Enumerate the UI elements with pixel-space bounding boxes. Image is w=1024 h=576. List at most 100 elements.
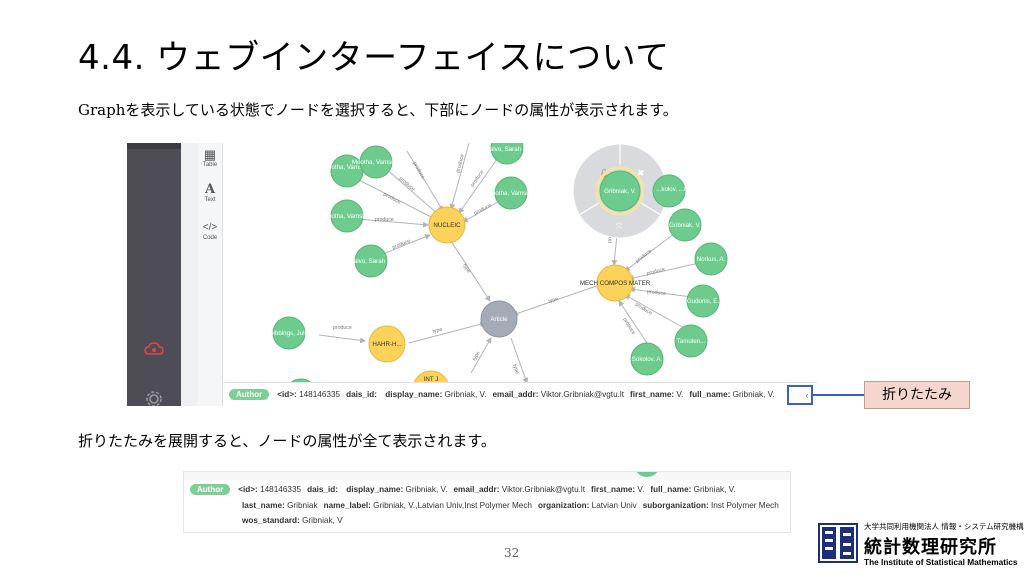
author-node[interactable] xyxy=(652,174,686,208)
svg-text:Gibbings, Julie: Gibbings, Julie xyxy=(269,330,310,337)
prop-value: V. xyxy=(676,390,684,399)
close-icon[interactable]: ✖ xyxy=(637,169,645,179)
article-node[interactable] xyxy=(480,300,518,338)
prop-value: Gribniak, V. xyxy=(732,390,775,399)
graph-screenshot: ▦ Table A Text </> Code xyxy=(127,143,817,406)
svg-text:Gudonis, E.: Gudonis, E. xyxy=(687,298,720,305)
edge-label: produce xyxy=(333,325,352,331)
text-label: Text xyxy=(204,197,216,203)
prop-key: email_addr: xyxy=(453,485,500,494)
dark-sidebar xyxy=(127,143,181,406)
author-node[interactable] xyxy=(359,145,393,179)
table-view-button[interactable]: ▦ Table xyxy=(198,148,222,169)
edge-label: produce xyxy=(621,317,636,336)
node-label: Norkus, A. xyxy=(697,256,726,263)
prop-value: Gribniak, V xyxy=(302,516,343,525)
edge-label: produce xyxy=(473,203,492,217)
slide-title: 4.4. ウェブインターフェイスについて xyxy=(78,38,670,78)
node-label: Gribniak, V. xyxy=(604,188,636,195)
author-node[interactable] xyxy=(694,242,728,276)
collapse-callout: 折りたたみ xyxy=(864,381,970,409)
graph-nodes: Mootha, Vamsi K. Mootha, Vamsi K. Mootha… xyxy=(269,143,728,383)
node-label: HAHR-H... xyxy=(372,341,401,348)
prop-key: suborganization: xyxy=(642,501,709,510)
prop-value: 148146335 xyxy=(299,390,341,399)
node-label: Sokolov, A. xyxy=(632,356,663,363)
text-icon: A xyxy=(204,182,216,197)
author-node[interactable] xyxy=(330,199,364,233)
collapse-toggle-icon[interactable]: ‹ xyxy=(805,390,809,400)
prop-value: Gribniak, V. xyxy=(693,485,736,494)
edge-label: type xyxy=(461,263,471,275)
prop-key: first_name: xyxy=(630,390,675,399)
ism-seal-icon xyxy=(818,523,858,563)
author-badge[interactable]: Author xyxy=(190,484,231,495)
table-label: Table xyxy=(202,162,218,168)
edge-label: produce xyxy=(392,238,412,251)
edge-label: produce xyxy=(634,302,653,317)
author-node[interactable] xyxy=(674,324,708,358)
edge-label: type xyxy=(548,296,559,305)
expanded-properties-screenshot: Author <id>: 148146335 dais_id: display_na… xyxy=(183,471,791,533)
author-node[interactable] xyxy=(494,176,528,210)
node-label: Tamulen... xyxy=(677,338,706,345)
prop-value: Viktor.Gribniak@vgtu.lt xyxy=(501,485,585,494)
venue-node[interactable] xyxy=(368,325,406,363)
logo-line-3: The Institute of Statistical Mathematics xyxy=(864,557,1018,567)
node-label: MECH COMPOS MATER xyxy=(580,280,651,287)
venue-node[interactable] xyxy=(428,206,466,244)
prop-value: Latvian Univ xyxy=(591,501,637,510)
node-label: Gudonis, E. xyxy=(687,298,720,305)
prop-key: email_addr: xyxy=(492,390,539,399)
svg-text:Mootha, Vamsi K.: Mootha, Vamsi K. xyxy=(323,164,372,171)
prop-value: Viktor.Gribniak@vgtu.lt xyxy=(540,390,624,399)
prop-value: 148146335 xyxy=(260,485,302,494)
edge-label: produce xyxy=(382,191,401,205)
node-label: ...kolov, ...K. xyxy=(656,186,690,193)
node-label: Mootha, Vamsi K. xyxy=(323,213,372,220)
prop-value: Gribniak xyxy=(287,501,318,510)
prop-key: dais_id: xyxy=(307,485,339,494)
code-view-button[interactable]: </> Code xyxy=(198,221,222,241)
edge-label: produce xyxy=(375,217,394,223)
graph-canvas[interactable]: produce produce produce produce produce … xyxy=(223,143,817,383)
svg-text:Gribniak, V.: Gribniak, V. xyxy=(604,188,636,195)
edge-label: type xyxy=(472,350,482,362)
cloud-icon[interactable] xyxy=(144,341,164,357)
author-node[interactable] xyxy=(354,244,388,278)
gear-icon[interactable] xyxy=(145,390,163,406)
prop-value: Gribniak, V. xyxy=(405,485,448,494)
node-label: Mootha, Vamsi K. xyxy=(323,164,372,171)
slide-subtitle-2: 折りたたみを展開すると、ノードの属性が全て表示されます。 xyxy=(78,432,496,450)
node-label: Article xyxy=(490,316,508,323)
venue-node[interactable] xyxy=(596,264,634,302)
author-node[interactable] xyxy=(630,342,664,376)
prop-key: display_name: xyxy=(346,485,404,494)
expand-icon[interactable]: ⤧ xyxy=(616,222,623,231)
author-node[interactable] xyxy=(686,284,720,318)
prop-key: full_name: xyxy=(650,485,692,494)
svg-text:Article: Article xyxy=(490,316,508,323)
collapse-highlight xyxy=(787,385,813,405)
svg-text:Gribniak, V.: Gribniak, V. xyxy=(669,222,701,229)
edge-label: produce xyxy=(455,154,466,174)
node-label: INT J xyxy=(424,376,439,383)
logo-line-2: 統計数理研究所 xyxy=(864,537,997,558)
venue-node[interactable] xyxy=(413,370,449,383)
node-label: Mootha, Vamsi K. xyxy=(487,190,536,197)
author-badge[interactable]: Author xyxy=(229,389,270,400)
code-icon: </> xyxy=(202,222,218,233)
prop-key: first_name: xyxy=(591,485,636,494)
svg-text:NUCLEIC: NUCLEIC xyxy=(433,222,461,229)
author-node[interactable] xyxy=(668,208,702,242)
text-view-button[interactable]: A Text xyxy=(198,182,222,204)
author-node[interactable] xyxy=(272,316,306,350)
svg-text:Mootha, Vamsi K.: Mootha, Vamsi K. xyxy=(323,213,372,220)
author-node[interactable] xyxy=(490,143,524,165)
prop-key: <id>: xyxy=(238,485,258,494)
edge-label: type xyxy=(432,327,443,335)
edge-label: produce xyxy=(646,267,666,277)
selected-author-node[interactable] xyxy=(599,170,641,212)
prop-key: wos_standard: xyxy=(242,516,300,525)
